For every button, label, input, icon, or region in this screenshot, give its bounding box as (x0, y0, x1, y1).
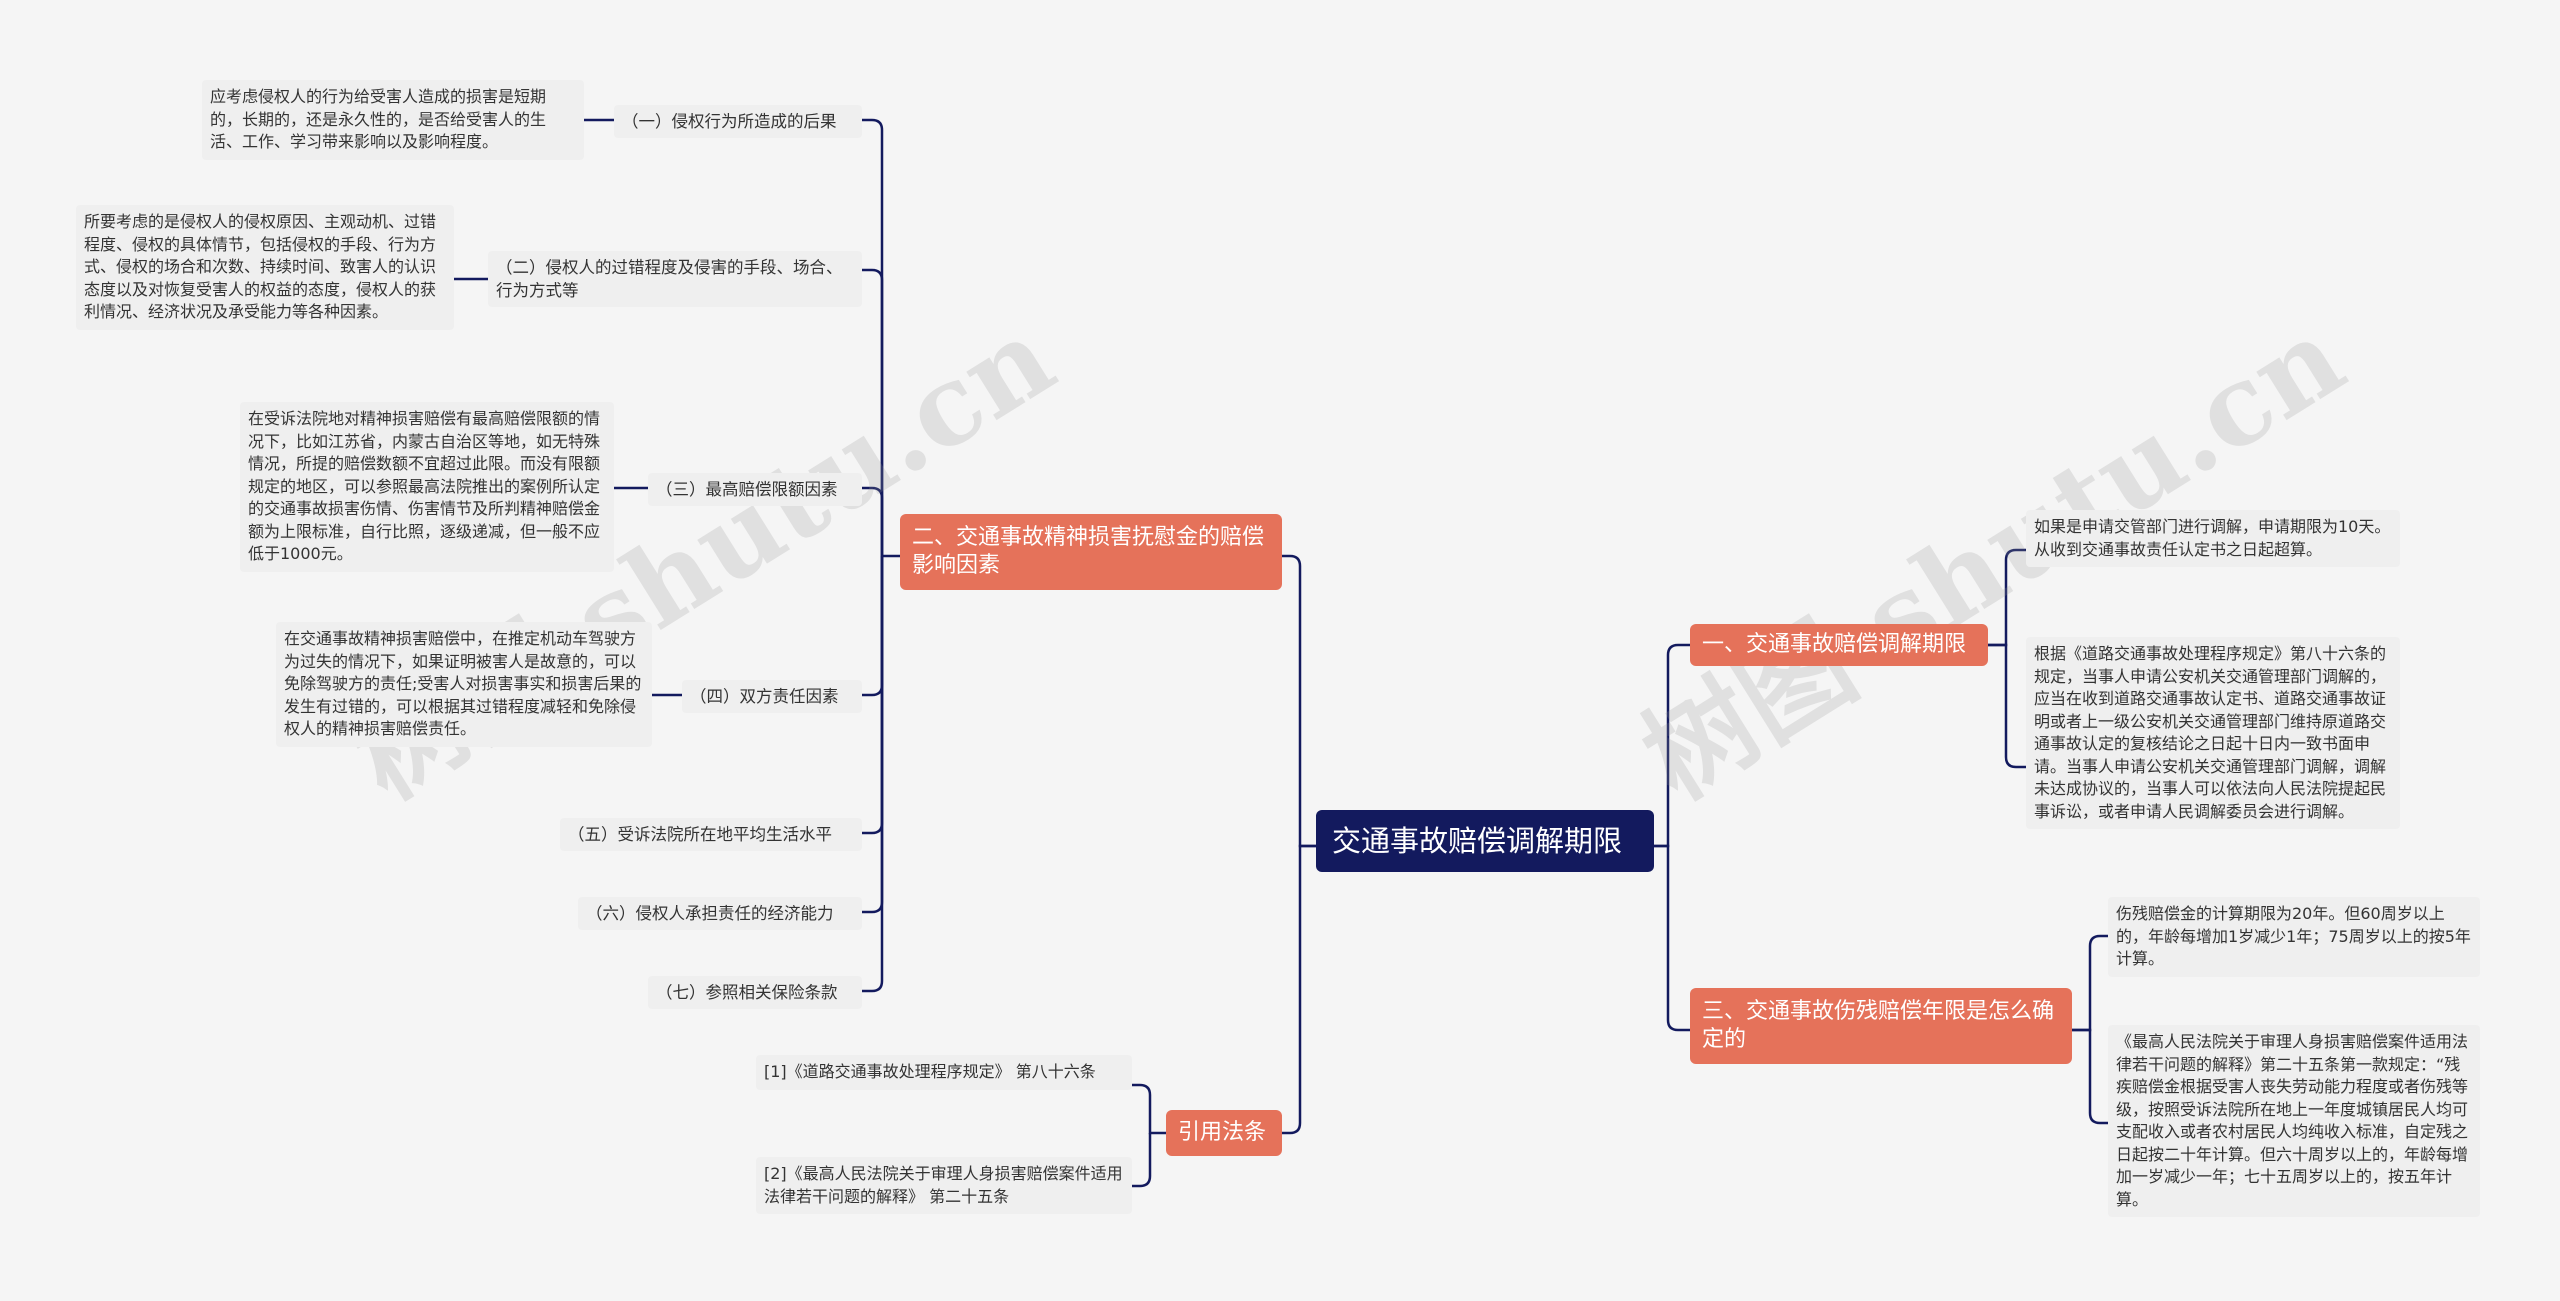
branch-mental-damage-factors[interactable]: 二、交通事故精神损害抚慰金的赔偿影响因素 (900, 514, 1282, 590)
law-citation-1[interactable]: [1]《道路交通事故处理程序规定》 第八十六条 (756, 1055, 1132, 1090)
detail-mutual-liability: 在交通事故精神损害赔偿中，在推定机动车驾驶方为过失的情况下，如果证明被害人是故意… (276, 622, 652, 747)
sub-max-limit[interactable]: （三）最高赔偿限额因素 (648, 473, 862, 506)
detail-consequence: 应考虑侵权人的行为给受害人造成的损害是短期的，长期的，还是永久性的，是否给受害人… (202, 80, 584, 160)
leaf-apply-period: 如果是申请交管部门进行调解，申请期限为10天。从收到交通事故责任认定书之日起超算… (2026, 510, 2400, 567)
sub-insurance-terms[interactable]: （七）参照相关保险条款 (648, 976, 862, 1009)
leaf-calc-period: 伤残赔偿金的计算期限为20年。但60周岁以上的，年龄每增加1岁减少1年；75周岁… (2108, 897, 2480, 977)
sub-consequence[interactable]: （一）侵权行为所造成的后果 (614, 105, 862, 138)
branch-mediation-period[interactable]: 一、交通事故赔偿调解期限 (1690, 624, 1988, 666)
sub-economic-ability[interactable]: （六）侵权人承担责任的经济能力 (578, 897, 862, 930)
detail-max-limit: 在受诉法院地对精神损害赔偿有最高赔偿限额的情况下，比如江苏省，内蒙古自治区等地，… (240, 402, 614, 572)
sub-living-standard[interactable]: （五）受诉法院所在地平均生活水平 (560, 818, 862, 851)
branch-cited-law[interactable]: 引用法条 (1166, 1110, 1282, 1156)
branch-disability-years[interactable]: 三、交通事故伤残赔偿年限是怎么确定的 (1690, 988, 2072, 1064)
leaf-interpretation-25: 《最高人民法院关于审理人身损害赔偿案件适用法律若干问题的解释》第二十五条第一款规… (2108, 1025, 2480, 1217)
sub-fault-degree[interactable]: （二）侵权人的过错程度及侵害的手段、场合、行为方式等 (488, 251, 862, 307)
sub-mutual-liability[interactable]: （四）双方责任因素 (682, 680, 862, 713)
leaf-regulation-86: 根据《道路交通事故处理程序规定》第八十六条的规定，当事人申请公安机关交通管理部门… (2026, 637, 2400, 829)
detail-fault-degree: 所要考虑的是侵权人的侵权原因、主观动机、过错程度、侵权的具体情节，包括侵权的手段… (76, 205, 454, 330)
root-topic[interactable]: 交通事故赔偿调解期限 (1316, 810, 1654, 872)
law-citation-2[interactable]: [2]《最高人民法院关于审理人身损害赔偿案件适用法律若干问题的解释》 第二十五条 (756, 1157, 1132, 1214)
